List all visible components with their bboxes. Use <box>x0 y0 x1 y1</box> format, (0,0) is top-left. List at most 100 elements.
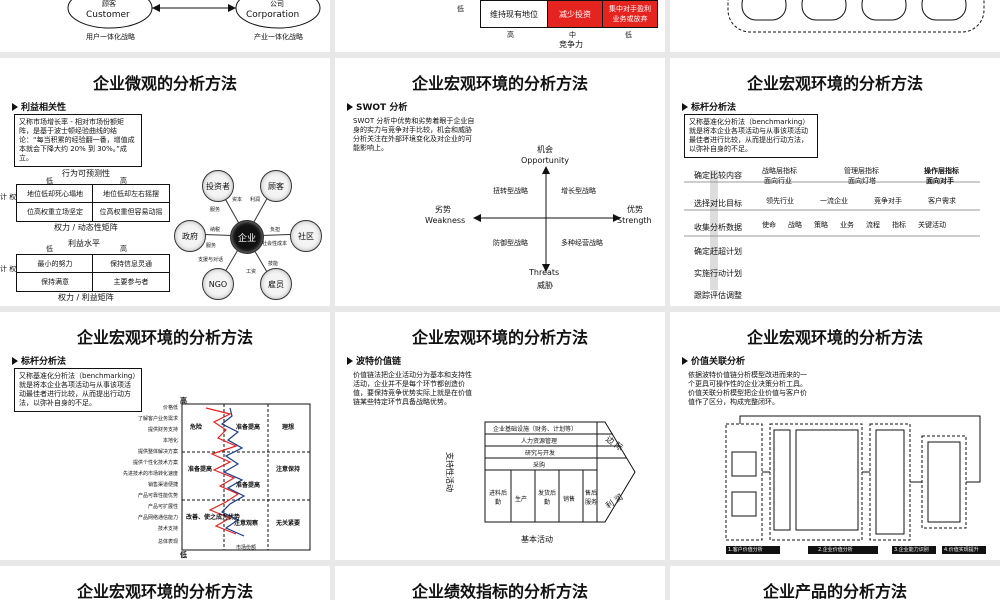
slide-top-left[interactable]: 顾客 Customer 公司 Corporation 用户一体化战略 产业一体化… <box>0 0 330 52</box>
step-item: 确定比较内容 <box>694 171 742 180</box>
slide-value-chain[interactable]: 企业宏观环境的分析方法 波特价值链 价值链法把企业活动分为基本和支持性活动，企业… <box>335 312 665 560</box>
matrix2-high: 高 <box>120 245 127 253</box>
caption-user-strategy: 用户一体化战略 <box>86 33 135 41</box>
row2-item: 竞争对手 <box>874 197 902 205</box>
quadrant-diversified: 多种经营战略 <box>561 239 603 247</box>
zone-label: 准备提高 <box>188 466 213 473</box>
matrix1-title: 行为可预测性 <box>62 169 110 178</box>
step-item: 实施行动计划 <box>694 269 742 278</box>
matrix1-side: 计 权 <box>0 193 17 201</box>
slide-swot[interactable]: 企业宏观环境的分析方法 SWOT 分析 SWOT 分析中优势和劣势着眼于企业自身… <box>335 58 665 306</box>
matrix1-high: 高 <box>120 177 127 185</box>
row3-item: 流程 <box>866 221 880 229</box>
primary-activity: 进料后勤 <box>488 490 507 506</box>
node-investor: 投资者 <box>202 170 234 202</box>
matrix2-side: 计 权 <box>0 265 17 273</box>
quadrant-growth: 增长型战略 <box>561 187 596 195</box>
strength-cn: 优势 <box>627 205 643 214</box>
weakness-en: Weakness <box>425 216 466 225</box>
slide-title: 企业宏观环境的分析方法 <box>76 582 253 600</box>
arrow-right-icon <box>682 356 688 365</box>
row3-item: 使命 <box>762 221 776 229</box>
cell-maintain: 维持现有地位 <box>480 0 548 28</box>
row3-item: 业务 <box>840 221 854 229</box>
bottom-step: 1.客户价值分析 <box>728 547 763 553</box>
primary-label: 基本活动 <box>521 535 553 544</box>
primary-activity: 销售 <box>563 496 576 503</box>
matrix1-low: 低 <box>46 177 53 185</box>
slide-bottom-left[interactable]: 企业宏观环境的分析方法 <box>0 566 330 600</box>
arrow-right-icon <box>682 102 688 111</box>
step-item: 跟踪评估调整 <box>694 291 742 300</box>
edge-label: 负担 <box>270 227 281 233</box>
row2-item: 领先行业 <box>766 197 794 205</box>
matrix1-cell: 位高权重但容易动摇 <box>92 202 170 222</box>
edge-label: 利润 <box>250 197 261 203</box>
step-item: 收集分析数据 <box>694 223 742 232</box>
row1-item: 面向灯塔 <box>848 177 876 185</box>
node-community: 社区 <box>290 220 322 252</box>
slide-value-correlation[interactable]: 企业宏观环境的分析方法 价值关联分析 依据波特价值链分析模型改进而来的一个更具可… <box>670 312 1000 560</box>
cell-reduce: 减少投资 <box>547 0 603 28</box>
edge-label: 纳税 <box>210 227 221 233</box>
zone-label: 改善、使之成为优势 <box>186 514 241 521</box>
section-label: 标杆分析法 <box>691 103 737 113</box>
attribute-label: 产品可扩展性 <box>147 504 178 510</box>
axis-low-label: 低 <box>457 5 464 13</box>
benchmark-profile-chart <box>181 403 311 551</box>
slide-bottom-middle[interactable]: 企业绩效指标的分析方法 <box>335 566 665 600</box>
primary-activity: 售后服务 <box>585 490 598 506</box>
slide-micro-analysis[interactable]: 企业微观的分析方法 利益相关性 又称市场增长率 - 相对市场份额矩阵，是基于波士… <box>0 58 330 306</box>
slide-top-middle[interactable]: 低 维持现有地位 减少投资 集中对手盈利 业务或放弃 高 中 低 竞争力 <box>335 0 665 52</box>
header-strategy: 战略层指标 <box>762 167 797 175</box>
matrix2-caption: 权力 / 利益矩阵 <box>58 293 114 302</box>
edge-label: 支援与对话 <box>198 257 224 263</box>
zone-label: 理想 <box>282 424 295 431</box>
company-en: Corporation <box>246 10 300 20</box>
bottom-step: 2.企业价值分析 <box>818 547 853 553</box>
slide-benchmark-steps[interactable]: 企业宏观环境的分析方法 标杆分析法 又称基准化分析法（benchmarking）… <box>670 58 1000 306</box>
section-label: 利益相关性 <box>21 103 67 113</box>
axis-low: 低 <box>180 551 187 559</box>
edge-label: 社会性成本 <box>262 241 288 247</box>
step-item: 确定赶超计划 <box>694 247 742 256</box>
attribute-label: 技术支持 <box>157 526 178 532</box>
section-label: SWOT 分析 <box>356 103 408 113</box>
caption-industry-strategy: 产业一体化战略 <box>254 33 303 41</box>
slide-title: 企业宏观环境的分析方法 <box>411 74 588 93</box>
slide-benchmark-chart[interactable]: 企业宏观环境的分析方法 标杆分析法 又称基准化分析法（benchmarking）… <box>0 312 330 560</box>
section-heading: 价值关联分析 <box>682 354 745 367</box>
header-management: 管理层指标 <box>844 167 879 175</box>
header-operation: 操作层指标 <box>924 167 959 175</box>
customer-corp-diagram <box>67 0 321 29</box>
cell-focus-line2: 业务或放弃 <box>612 15 648 23</box>
matrix2-title: 利益水平 <box>68 239 100 248</box>
row2-item: 一流企业 <box>820 197 848 205</box>
node-employee: 雇员 <box>260 268 292 300</box>
attribute-label: 销售渠道便捷 <box>147 482 178 488</box>
zone-label: 无关紧要 <box>276 520 301 527</box>
edge-label: 服务 <box>206 243 217 249</box>
support-row: 采购 <box>533 462 546 469</box>
slide-bottom-right[interactable]: 企业产品的分析方法 <box>670 566 1000 600</box>
matrix1-caption: 权力 / 动态性矩阵 <box>54 223 118 232</box>
row3-item: 关键活动 <box>918 221 946 229</box>
opportunity-en: Opportunity <box>521 156 570 165</box>
quadrant-defensive: 防御型战略 <box>493 239 528 247</box>
axis-high: 高 <box>180 397 187 405</box>
steps-arrow <box>684 170 980 290</box>
value-chain-shape <box>484 421 636 523</box>
arrow-right-icon <box>347 102 353 111</box>
section-heading: SWOT 分析 <box>347 100 407 113</box>
section-heading: 利益相关性 <box>12 100 66 113</box>
node-ngo: NGO <box>202 268 234 300</box>
slide-title: 企业绩效指标的分析方法 <box>411 582 588 600</box>
section-label: 波特价值链 <box>356 357 402 367</box>
row3-item: 策略 <box>814 221 828 229</box>
edge-label: 技能 <box>268 261 279 267</box>
attribute-label: 了解客户业务需求 <box>137 416 178 422</box>
slide-title: 企业微观的分析方法 <box>92 74 237 93</box>
matrix2-cell: 主要参与者 <box>92 272 170 292</box>
slide-top-right[interactable] <box>670 0 1000 52</box>
slide-title: 企业宏观环境的分析方法 <box>746 74 923 93</box>
